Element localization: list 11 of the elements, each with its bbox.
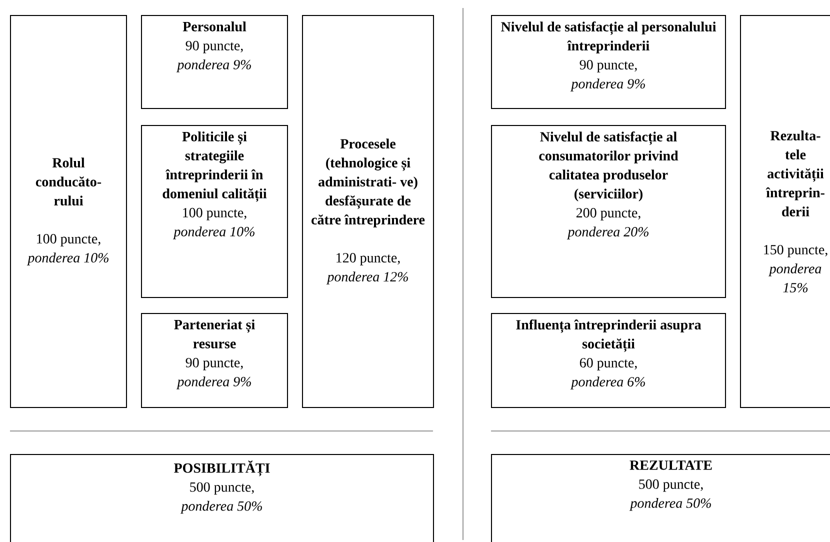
section-box: Politicile și strategiile întreprinderii în domeniul calității 100 puncte, ponderea 10% (141, 125, 288, 298)
section-box: Rolul conducăto- rului 100 puncte, ponderea 10% (10, 15, 127, 408)
section-box: Nivelul de satisfacție al consumatorilor privind calitatea produselor (serviciilor) 200 puncte, ponderea 20% (491, 125, 726, 298)
section-box: Personalul 90 puncte, ponderea 9% (141, 15, 288, 109)
section-box: Parteneriat și resurse 90 puncte, ponderea 9% (141, 313, 288, 408)
section-box: POSIBILITĂȚI 500 puncte, ponderea 50% (10, 454, 434, 542)
section-box: Rezulta- tele activității întreprin- derii 150 puncte, ponderea 15% (740, 15, 830, 408)
section-box: Influența întreprinderii asupra societății 60 puncte, ponderea 6% (491, 313, 726, 408)
section-box: REZULTATE 500 puncte, ponderea 50% (491, 454, 830, 542)
section-box: Nivelul de satisfacție al personalului întreprinderii 90 puncte, ponderea 9% (491, 15, 726, 109)
section-box: Procesele (tehnologice și administrati- ve) desfășurate de către întreprindere 120 puncte, ponderea 12% (302, 15, 434, 408)
